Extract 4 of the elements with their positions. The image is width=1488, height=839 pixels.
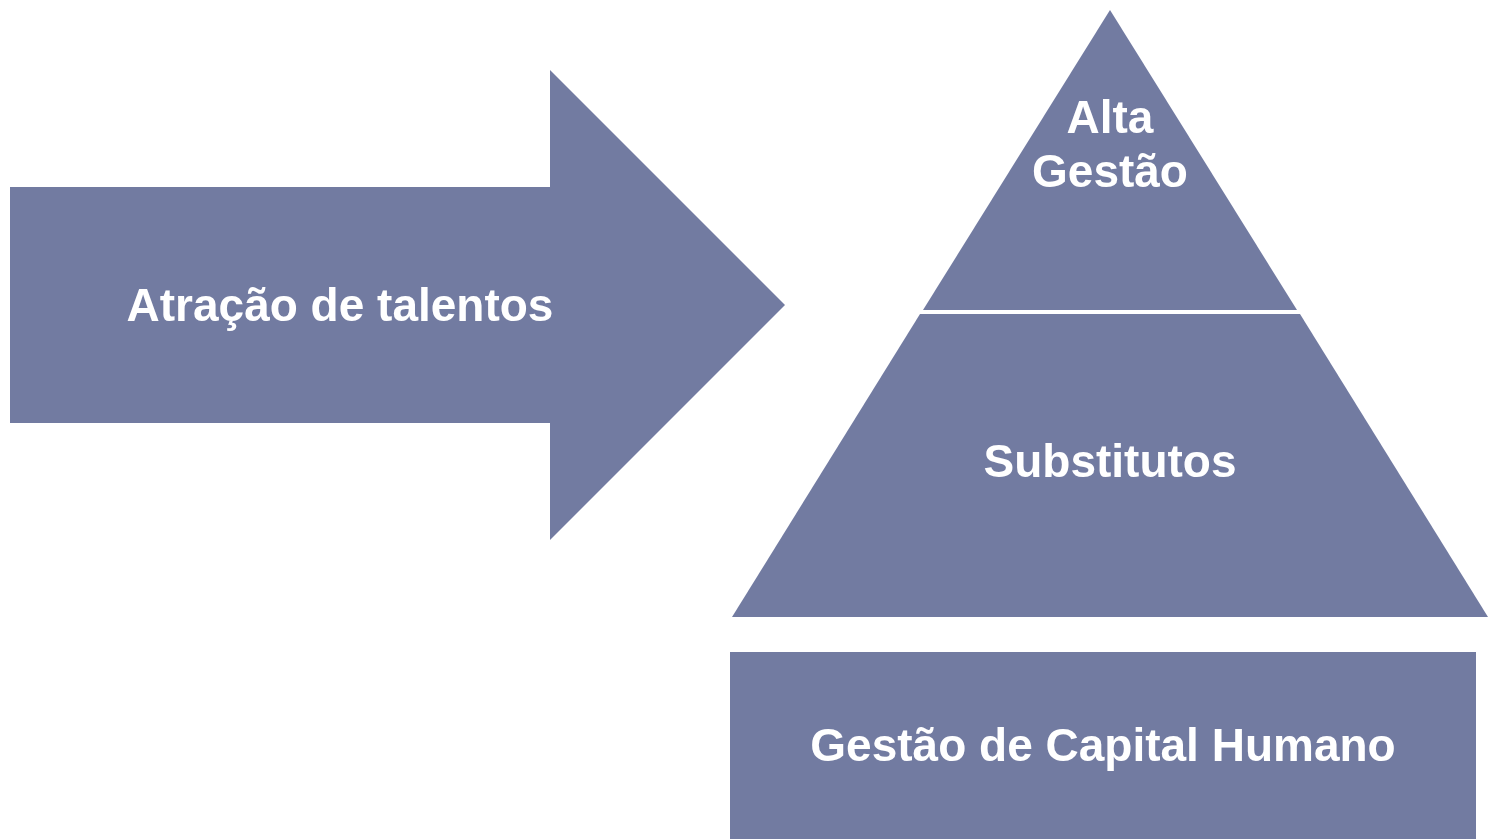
node-label: Gestão de Capital Humano (809, 718, 1397, 772)
node-label: Alta Gestão (1031, 90, 1189, 198)
node-label: Substitutos (982, 434, 1238, 488)
node-label: Atração de talentos (125, 278, 555, 332)
